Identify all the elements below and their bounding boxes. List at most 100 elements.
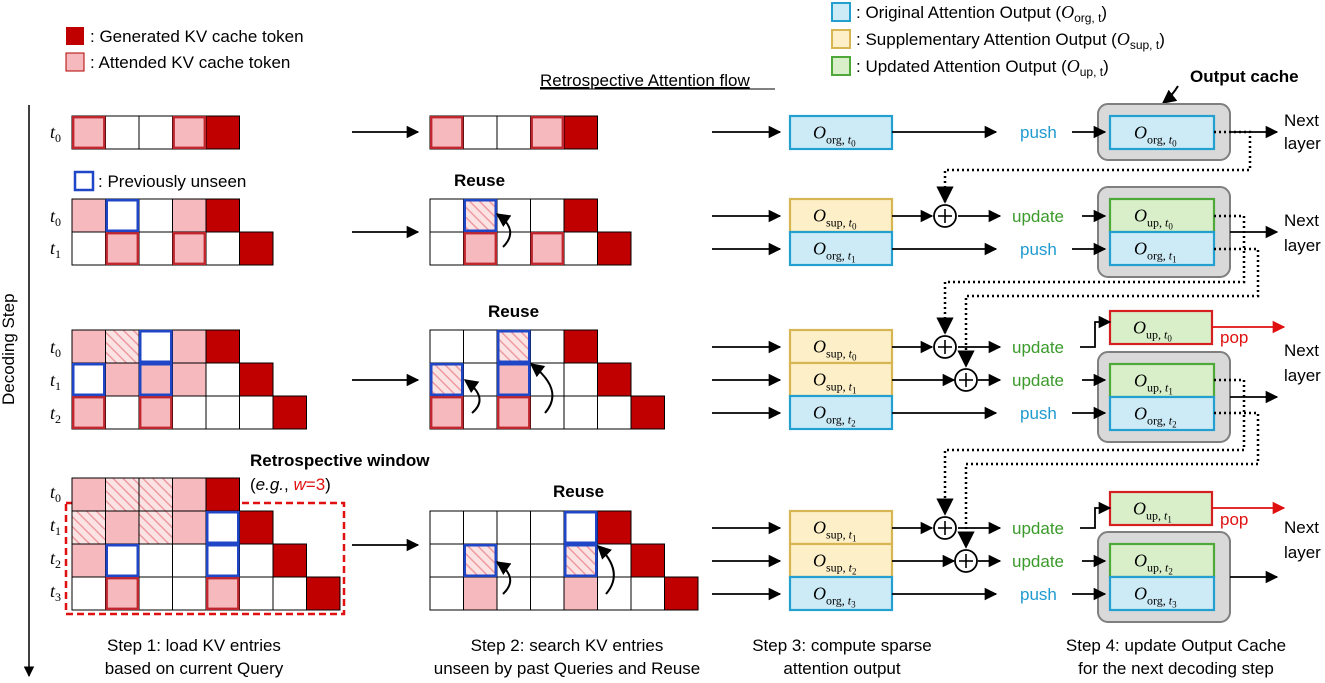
token-label-t1-r2: t1 xyxy=(50,238,61,261)
step2-line1: Step 2: search KV entries xyxy=(471,636,664,655)
pop-label-1: pop xyxy=(1220,328,1248,347)
legend-original: : Original Attention Output (Oorg, t) xyxy=(856,2,1107,25)
kv-cell xyxy=(105,329,140,364)
kv-cell xyxy=(496,362,531,397)
kv-cell xyxy=(563,576,598,611)
kv-cell xyxy=(496,198,531,233)
step3-step4-connectors xyxy=(892,125,1112,601)
kv-cell xyxy=(272,543,307,578)
cache-pop-t1-r4: Oup, t1 xyxy=(1108,490,1214,527)
token-label-t1-r3: t1 xyxy=(50,370,61,393)
kv-cell xyxy=(563,543,598,578)
unseen-swatch xyxy=(73,170,95,192)
grid-step1-row3 xyxy=(71,329,307,430)
step3-line1: Step 3: compute sparse xyxy=(752,636,932,655)
token-label-t2-r4: t2 xyxy=(50,548,61,571)
next-layer-2a: Next xyxy=(1284,211,1319,230)
kv-cell xyxy=(429,362,464,397)
out-sup-t1-r3: Osup, t1 xyxy=(788,361,894,398)
update-label-3: update xyxy=(1012,371,1064,390)
kv-cell xyxy=(138,115,173,150)
next-layer-arrows xyxy=(1230,125,1279,584)
unseen-border xyxy=(205,543,240,578)
attended-border xyxy=(497,396,531,430)
step3-line2: attention output xyxy=(783,659,900,678)
legend-unseen: : Previously unseen xyxy=(98,172,246,191)
unseen-border xyxy=(496,329,531,364)
kv-cell xyxy=(563,231,598,266)
update-label-5: update xyxy=(1012,552,1064,571)
kv-cell xyxy=(429,231,464,266)
kv-cell xyxy=(105,477,140,512)
cache-org-t3-r4: Oorg, t3 xyxy=(1108,575,1216,612)
kv-cell xyxy=(105,231,140,266)
out-sup-t2-r4: Osup, t2 xyxy=(788,542,894,579)
generated-swatch xyxy=(66,27,84,45)
push-label-3: push xyxy=(1020,404,1057,423)
kv-cell xyxy=(172,576,207,611)
kv-cell xyxy=(105,115,140,150)
kv-cell xyxy=(205,395,240,430)
kv-cell xyxy=(205,329,240,364)
grid-step2-row1 xyxy=(429,115,598,150)
kv-cell xyxy=(530,198,565,233)
unseen-border xyxy=(71,362,106,397)
kv-cell xyxy=(530,510,565,545)
attended-border xyxy=(205,577,240,611)
kv-cell xyxy=(530,115,565,150)
unseen-border xyxy=(105,198,140,233)
update-label-1: update xyxy=(1012,207,1064,226)
kv-cell xyxy=(530,576,565,611)
kv-cell xyxy=(463,543,498,578)
kv-cell xyxy=(138,231,173,266)
kv-cell xyxy=(429,395,464,430)
kv-cell xyxy=(138,395,173,430)
kv-cell xyxy=(205,362,240,397)
kv-cell xyxy=(205,115,240,150)
kv-cell xyxy=(429,576,464,611)
output-cache-label: Output cache xyxy=(1190,67,1299,86)
step4-line1: Step 4: update Output Cache xyxy=(1066,636,1286,655)
kv-cell xyxy=(496,395,531,430)
cache-up-t1-r3: Oup, t1 xyxy=(1108,362,1216,399)
step4-line2: for the next decoding step xyxy=(1078,659,1274,678)
kv-cell xyxy=(272,576,307,611)
token-label-t2-r3: t2 xyxy=(50,403,61,426)
kv-cell xyxy=(306,576,341,611)
kv-cell xyxy=(138,198,173,233)
kv-cell xyxy=(463,362,498,397)
kv-cell xyxy=(138,362,173,397)
kv-cell xyxy=(138,329,173,364)
flow-title: Retrospective Attention flow xyxy=(540,71,751,90)
kv-cell xyxy=(71,510,106,545)
kv-cell xyxy=(530,231,565,266)
unseen-border xyxy=(105,543,140,578)
kv-cell xyxy=(71,231,106,266)
kv-cell xyxy=(463,231,498,266)
cache-up-t0-r2: Oup, t0 xyxy=(1108,197,1216,234)
out-sup-t0-r3: Osup, t0 xyxy=(788,328,894,365)
kv-cell xyxy=(71,198,106,233)
cache-org-t0-r1: Oorg, t0 xyxy=(1108,114,1216,151)
kv-cell xyxy=(563,395,598,430)
attended-border xyxy=(138,396,173,430)
kv-cell xyxy=(272,395,307,430)
kv-cell xyxy=(105,362,140,397)
action-labels: push update push update update push upda… xyxy=(1012,123,1248,604)
kv-cell xyxy=(71,395,106,430)
kv-cell xyxy=(630,576,665,611)
next-layer-2b: layer xyxy=(1284,236,1321,255)
kv-cell xyxy=(71,576,106,611)
kv-cell xyxy=(172,395,207,430)
out-sup-t0-r2: Osup, t0 xyxy=(788,197,894,234)
kv-cell xyxy=(71,115,106,150)
kv-cell xyxy=(563,362,598,397)
window-example: (e.g., w=3) xyxy=(250,475,331,494)
next-layer-4a: Next xyxy=(1284,518,1319,537)
token-label-t1-r4: t1 xyxy=(50,515,61,538)
step1-line1: Step 1: load KV entries xyxy=(107,636,281,655)
next-layer-labels: Next layer Next layer Next layer Next la… xyxy=(1284,111,1321,562)
kv-cell xyxy=(496,576,531,611)
unseen-border xyxy=(205,510,240,545)
kv-cell xyxy=(530,395,565,430)
